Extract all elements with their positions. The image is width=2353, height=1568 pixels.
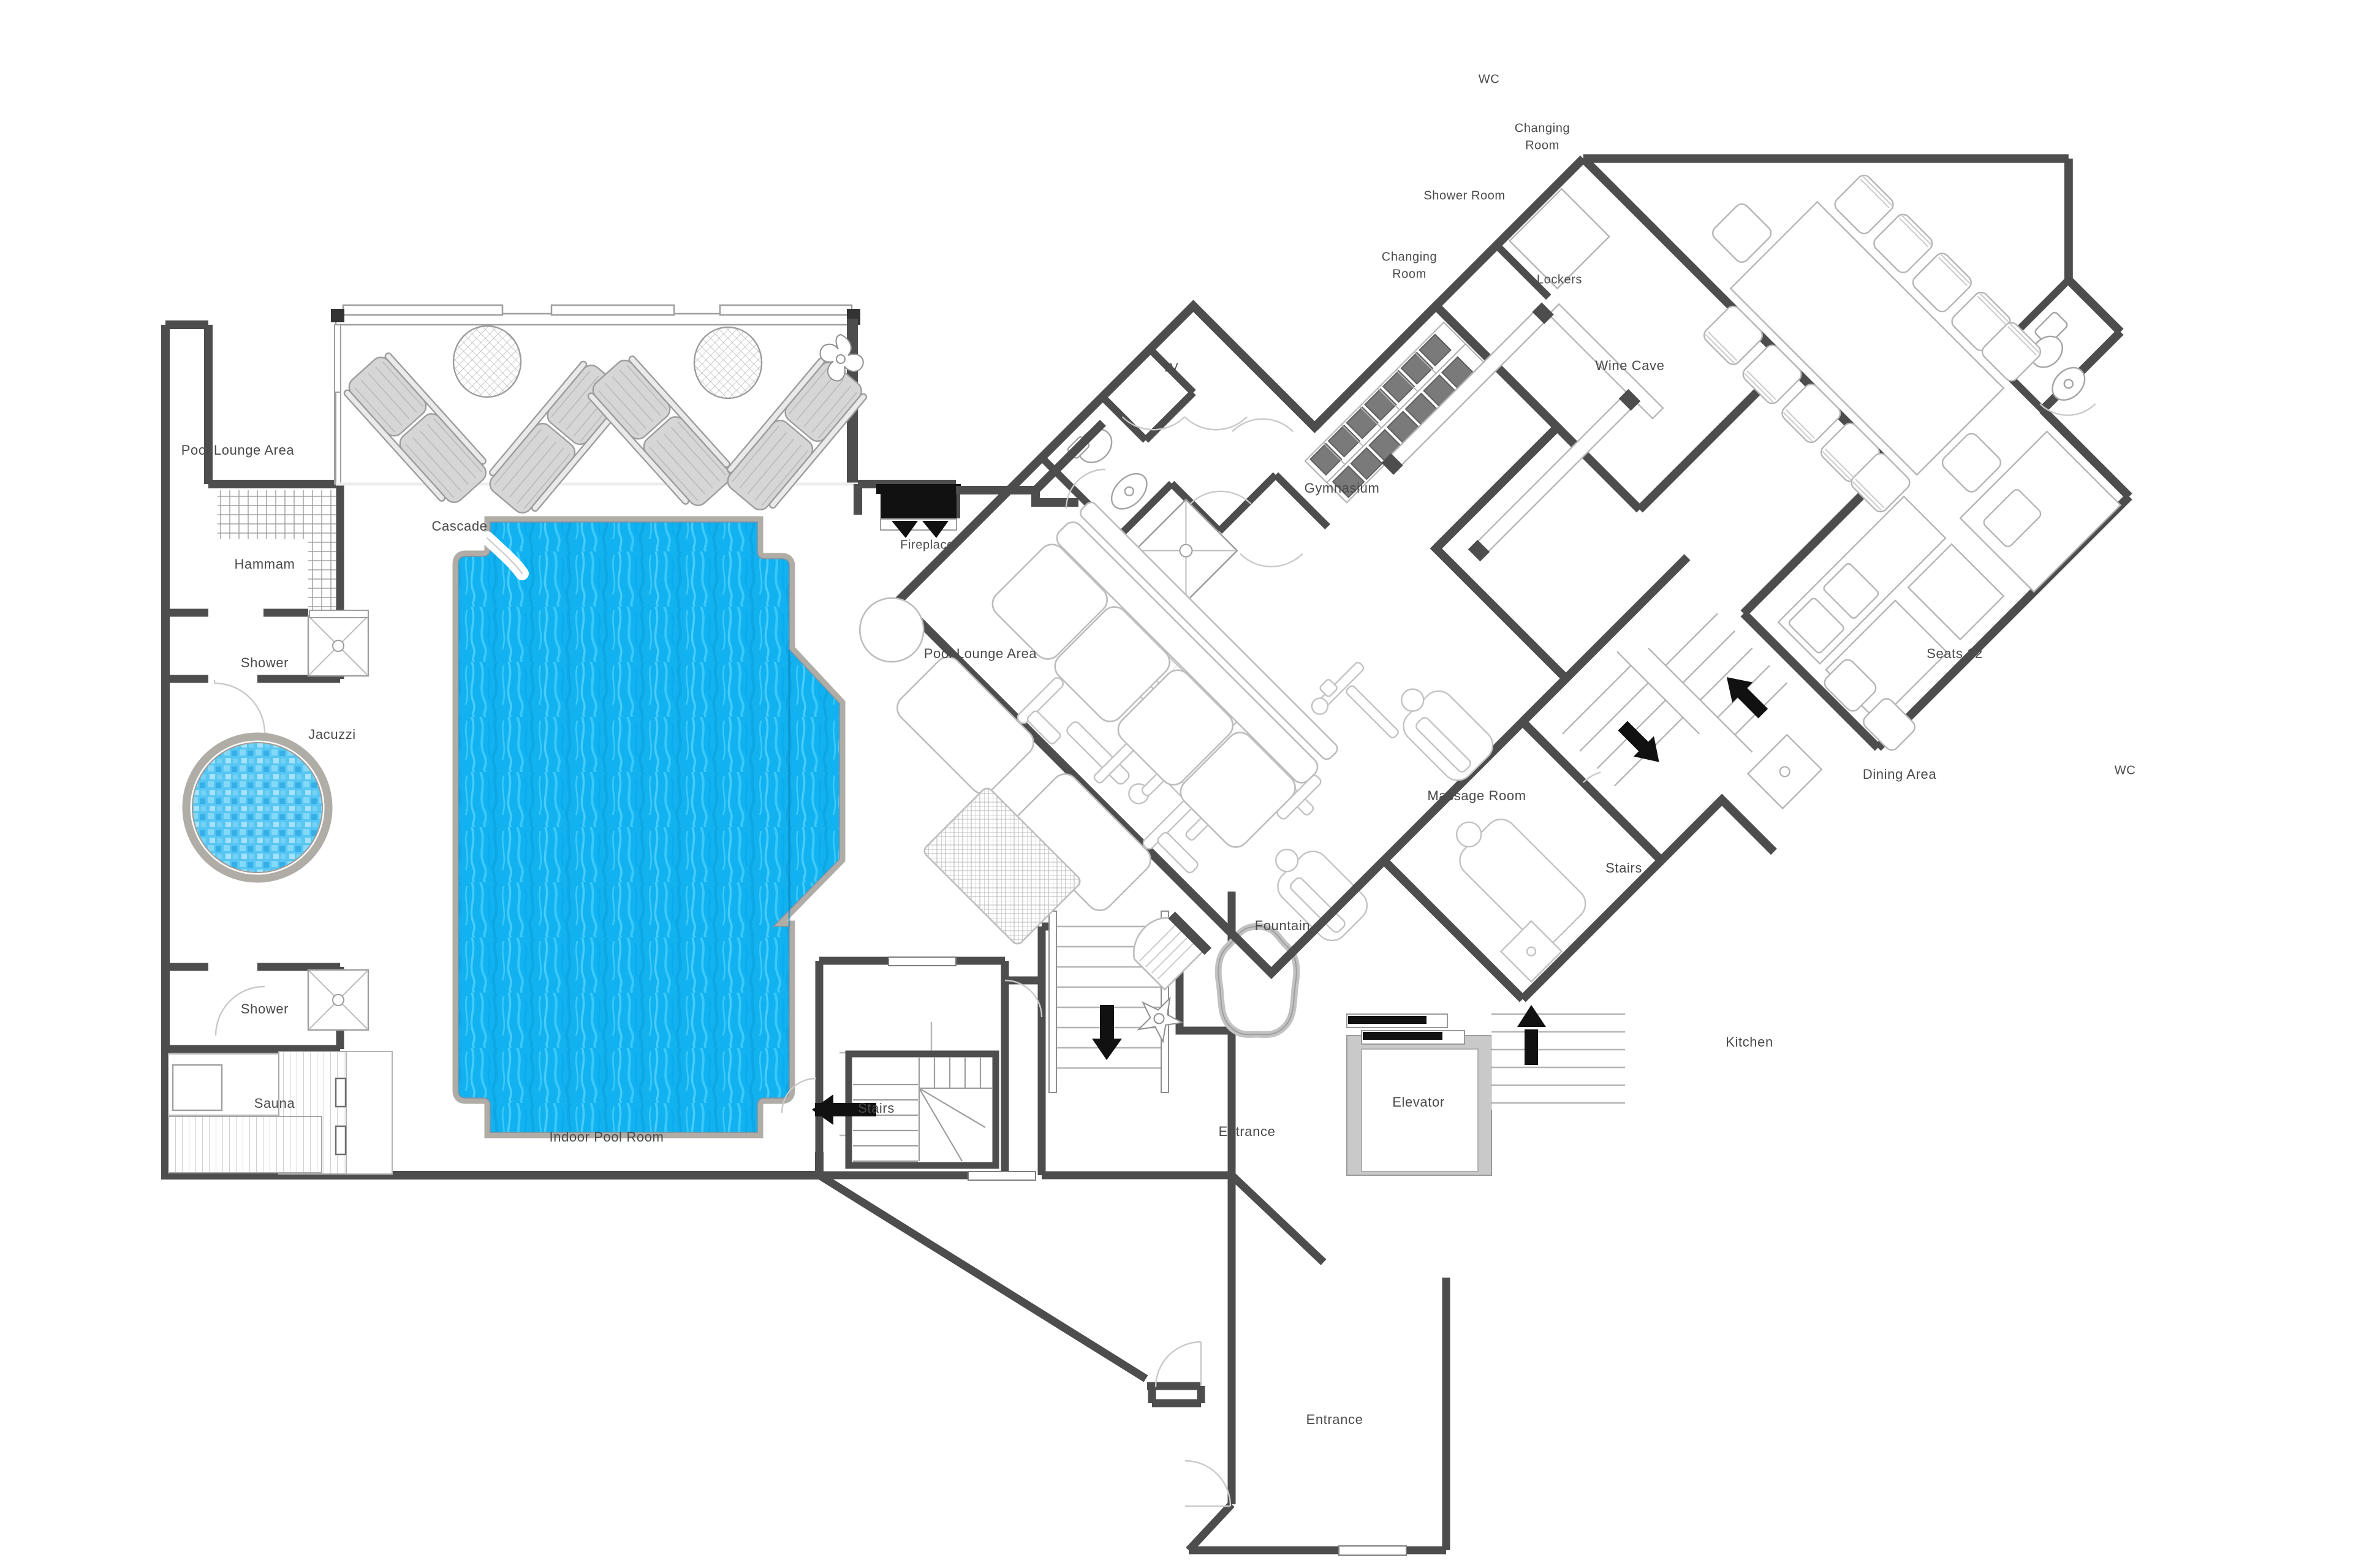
label-cascade: Cascade	[431, 518, 487, 534]
label-fountain: Fountain	[1255, 918, 1310, 933]
pool-loungers-west	[343, 325, 868, 514]
label-changing-room-south-line2: Room	[1392, 267, 1427, 281]
label-fireplace: Fireplace	[900, 538, 954, 551]
label-shower-room: Shower Room	[1423, 189, 1505, 202]
elevator-shaft	[1346, 1013, 1492, 1176]
room-labels: Pool Lounge Area Hammam Shower Jacuzzi S…	[181, 72, 2136, 1427]
label-kitchen: Kitchen	[1726, 1034, 1773, 1050]
label-massage-room: Massage Room	[1427, 788, 1526, 803]
label-changing-room-north-line1: Changing	[1515, 121, 1570, 135]
dining-table	[1703, 175, 2042, 513]
label-entrance-south: Entrance	[1306, 1412, 1363, 1427]
label-gymnasium: Gymnasium	[1305, 480, 1380, 496]
label-indoor-pool-room: Indoor Pool Room	[550, 1129, 664, 1145]
label-entrance-center: Entrance	[1219, 1124, 1276, 1139]
label-changing-room-north-line2: Room	[1525, 138, 1559, 152]
fireplace-group	[854, 420, 1106, 538]
label-dining-area: Dining Area	[1863, 767, 1937, 782]
fountain-basin	[1214, 923, 1300, 1038]
label-stairs-east: Stairs	[1605, 860, 1642, 876]
center-block-walls	[781, 892, 1625, 1181]
label-wine-cave: Wine Cave	[1596, 358, 1665, 373]
indoor-pool	[452, 516, 846, 1138]
label-stairs-center: Stairs	[858, 1100, 895, 1116]
label-hammam: Hammam	[235, 556, 295, 572]
label-lockers: Lockers	[1537, 273, 1582, 286]
kitchen-furniture	[1777, 430, 2122, 751]
label-pool-lounge-area-west: Pool Lounge Area	[181, 442, 295, 458]
spa-fixtures	[168, 610, 393, 1175]
label-seats-12: Seats 12	[1927, 646, 1983, 661]
label-tv: TV	[1162, 361, 1179, 374]
label-changing-room-south-line1: Changing	[1382, 250, 1437, 263]
label-pool-lounge-area-east: Pool Lounge Area	[924, 646, 1037, 661]
label-wc-east: WC	[2115, 763, 2136, 777]
label-wc-north: WC	[1479, 72, 1500, 86]
label-sauna: Sauna	[254, 1096, 295, 1111]
label-shower-upper: Shower	[241, 655, 289, 670]
south-entrance-walls	[817, 1172, 1450, 1556]
label-jacuzzi: Jacuzzi	[308, 727, 356, 742]
label-shower-lower: Shower	[241, 1001, 289, 1017]
wine-racks	[1382, 187, 1664, 560]
lounge-window-band	[331, 304, 860, 485]
label-elevator: Elevator	[1392, 1094, 1445, 1110]
pool-lounge-furniture-east	[858, 501, 1338, 1043]
